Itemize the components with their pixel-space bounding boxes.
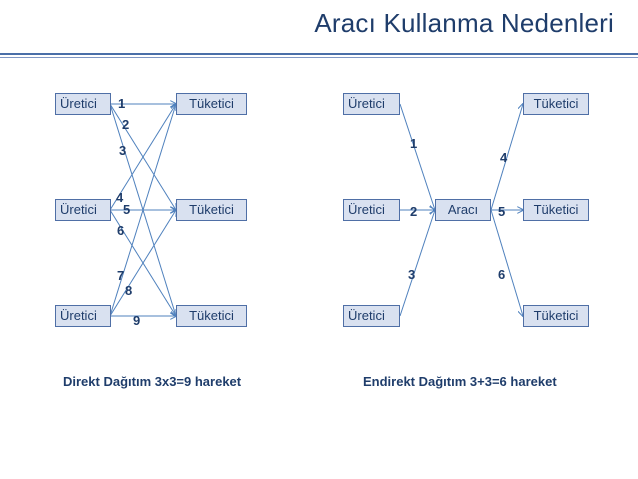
arrow-p3-c1 — [109, 104, 176, 317]
left-producer-1: Üretici — [55, 93, 111, 115]
right-label-5: 5 — [498, 204, 506, 219]
left-label-3: 3 — [119, 143, 127, 158]
title-divider-thin — [0, 57, 638, 58]
arrow-p3-aracı — [399, 210, 435, 317]
right-label-1: 1 — [410, 136, 418, 151]
right-caption: Endirekt Dağıtım 3+3=6 hareket — [363, 374, 557, 389]
left-consumer-2: Tüketici — [176, 199, 247, 221]
right-producer-1: Üretici — [343, 93, 400, 115]
right-consumer-3: Tüketici — [523, 305, 589, 327]
arrow-aracı-c3 — [490, 209, 523, 316]
right-label-2: 2 — [410, 204, 418, 219]
right-consumer-1: Tüketici — [523, 93, 589, 115]
right-producer-2: Üretici — [343, 199, 400, 221]
left-producer-2: Üretici — [55, 199, 111, 221]
right-producer-3: Üretici — [343, 305, 400, 327]
left-label-5: 5 — [123, 202, 131, 217]
left-producer-3: Üretici — [55, 305, 111, 327]
right-label-3: 3 — [408, 267, 416, 282]
title-divider — [0, 53, 638, 55]
arrow-p2-c1 — [109, 104, 176, 211]
left-label-8: 8 — [125, 283, 133, 298]
left-label-9: 9 — [133, 313, 141, 328]
left-consumer-3: Tüketici — [176, 305, 247, 327]
right-intermediary: Aracı — [435, 199, 491, 221]
arrow-aracı-c1 — [490, 104, 523, 211]
arrow-p1-aracı — [399, 103, 435, 210]
left-label-1: 1 — [118, 96, 126, 111]
left-label-7: 7 — [117, 268, 125, 283]
right-label-4: 4 — [500, 150, 508, 165]
page-title: Aracı Kullanma Nedenleri — [314, 8, 614, 38]
left-label-2: 2 — [122, 117, 130, 132]
right-consumer-2: Tüketici — [523, 199, 589, 221]
arrow-p3-c2 — [109, 210, 176, 317]
left-label-6: 6 — [117, 223, 125, 238]
left-caption: Direkt Dağıtım 3x3=9 hareket — [63, 374, 242, 389]
right-label-6: 6 — [498, 267, 506, 282]
left-consumer-1: Tüketici — [176, 93, 247, 115]
left-label-4: 4 — [116, 190, 124, 205]
